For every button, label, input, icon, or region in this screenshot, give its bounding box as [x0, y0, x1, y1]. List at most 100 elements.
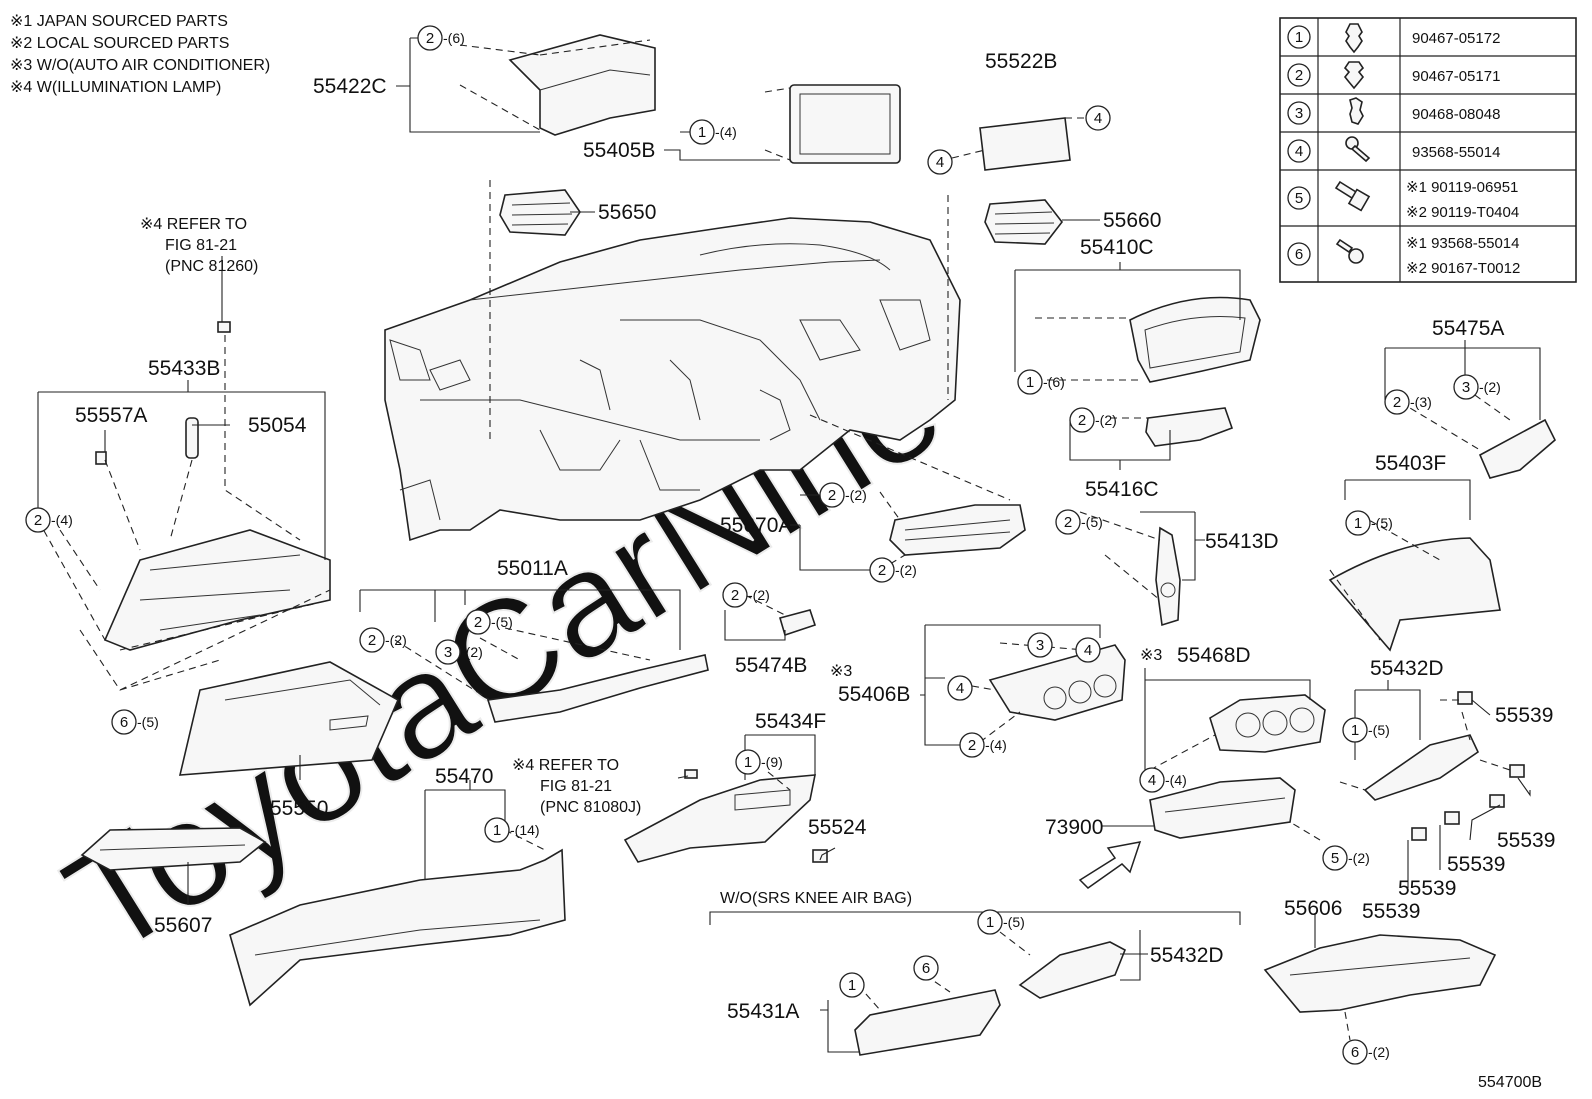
callout-item: 2-(2) — [1069, 407, 1117, 433]
svg-text:-(2): -(2) — [1479, 379, 1501, 395]
reference-note-81080J: ※4 REFER TO FIG 81-21 (PNC 81080J) — [512, 757, 641, 816]
part-label: 55650 — [598, 201, 656, 224]
part-label: 55607 — [154, 914, 212, 937]
svg-text:3: 3 — [1462, 379, 1470, 396]
fastener-table: 1 90467-05172 2 90467-05171 3 90468-0804… — [1279, 17, 1577, 283]
callout-item: 2-(2) — [359, 627, 407, 653]
svg-text:1: 1 — [1351, 722, 1359, 739]
clip-icon — [1349, 97, 1364, 125]
part-label: 55474B — [735, 654, 807, 677]
bolt-icon — [1334, 180, 1371, 212]
part-label: 55557A — [75, 404, 147, 427]
part-label: 55475A — [1432, 317, 1504, 340]
svg-text:4: 4 — [1148, 772, 1156, 789]
instrument-panel-assembly — [384, 217, 961, 542]
part-label: 55054 — [248, 414, 307, 437]
ref-part-81080J — [684, 769, 698, 779]
svg-text:2: 2 — [1078, 412, 1086, 429]
callout-item: 1-(5) — [977, 909, 1025, 935]
svg-text:-(4): -(4) — [985, 737, 1007, 753]
part-55539-a — [1457, 691, 1473, 705]
row-number: 6 — [1295, 246, 1303, 263]
part-number: ※1 90119-06951 — [1406, 179, 1518, 196]
part-label: 55539 — [1497, 829, 1555, 852]
callout-item: 5-(2) — [1322, 845, 1370, 871]
table-row: 4 93568-55014 — [1287, 136, 1500, 163]
svg-text:4: 4 — [1084, 642, 1092, 659]
callout-item: 3 -(2) — [1453, 374, 1501, 400]
part-number: ※2 90167-T0012 — [1406, 260, 1520, 277]
part-label: 55405B — [583, 139, 655, 162]
callout-item: 6 -(5) — [111, 709, 159, 735]
svg-text:3: 3 — [444, 644, 452, 661]
part-label: 55468D — [1177, 644, 1251, 667]
reference-note-81260: ※4 REFER TO FIG 81-21 (PNC 81260) — [140, 216, 258, 275]
svg-text:-(9): -(9) — [761, 754, 783, 770]
part-label: 55433B — [148, 357, 220, 380]
note-2: ※2 LOCAL SOURCED PARTS — [10, 35, 229, 52]
svg-text:2: 2 — [426, 30, 434, 47]
part-55011A — [486, 654, 709, 723]
svg-text:5: 5 — [1331, 850, 1339, 867]
part-label: 55524 — [808, 816, 867, 839]
part-label: 55422C — [313, 75, 387, 98]
note-4: ※4 W(ILLUMINATION LAMP) — [10, 79, 221, 96]
part-label: 55416C — [1085, 478, 1159, 501]
svg-text:2: 2 — [731, 587, 739, 604]
clip-icon — [1345, 23, 1363, 54]
part-label: 55432D — [1150, 944, 1224, 967]
part-55432D-a — [1363, 734, 1480, 801]
svg-text:2: 2 — [828, 487, 836, 504]
svg-text:-(4): -(4) — [51, 512, 73, 528]
part-55539-c — [1489, 794, 1505, 808]
svg-text:※4 REFER TO: ※4 REFER TO — [512, 757, 619, 774]
svg-text:1: 1 — [848, 977, 856, 994]
mark-3-label: ※3 — [830, 663, 852, 680]
svg-text:6: 6 — [1351, 1044, 1359, 1061]
callout-item: 2-(5) — [1055, 509, 1103, 535]
ref-part-81260 — [217, 321, 231, 333]
callout-item: 2 -(4) — [959, 732, 1007, 758]
svg-text:-(3): -(3) — [1410, 394, 1432, 410]
svg-text:2: 2 — [34, 512, 42, 529]
part-55522B — [979, 117, 1071, 171]
part-number: 93568-55014 — [1412, 144, 1500, 161]
svg-text:-(6): -(6) — [1043, 374, 1065, 390]
svg-text:2: 2 — [968, 737, 976, 754]
part-label: 55539 — [1447, 853, 1505, 876]
leader-lines — [37, 37, 1541, 1053]
svg-text:4: 4 — [1094, 110, 1102, 127]
callout-item: 2-(5) — [465, 609, 513, 635]
svg-text:6: 6 — [120, 714, 128, 731]
part-number: 90467-05172 — [1412, 30, 1500, 47]
part-label: 55539 — [1398, 877, 1456, 900]
part-label: 55410C — [1080, 236, 1154, 259]
part-label: 55413D — [1205, 530, 1279, 553]
part-55433B — [103, 529, 331, 651]
part-label: 55434F — [755, 710, 826, 733]
svg-text:-(5): -(5) — [137, 714, 159, 730]
part-label: 55660 — [1103, 209, 1161, 232]
svg-text:FIG 81-21: FIG 81-21 — [540, 778, 612, 795]
screw-icon — [1345, 136, 1371, 163]
diagram-code: 554700B — [1478, 1074, 1542, 1091]
svg-text:1: 1 — [986, 914, 994, 931]
assembly-lines — [37, 39, 1511, 1041]
row-number: 4 — [1295, 143, 1303, 160]
callouts: 2-(6) 1-(4) 4 4 1-(6) 2-(2) 2-(3) 3-(2) … — [25, 25, 1501, 1065]
part-55539-e — [1411, 827, 1427, 841]
part-label: 55432D — [1370, 657, 1444, 680]
part-label: 55403F — [1375, 452, 1446, 475]
svg-text:1: 1 — [698, 124, 706, 141]
row-number: 5 — [1295, 190, 1303, 207]
part-55660 — [984, 199, 1064, 245]
part-number: ※1 93568-55014 — [1406, 235, 1520, 252]
part-55550 — [178, 661, 400, 776]
callout-item: 2 -(4) — [25, 507, 73, 533]
part-55468D — [1209, 694, 1326, 753]
svg-text:※4 REFER TO: ※4 REFER TO — [140, 216, 247, 233]
notes-block: ※1 JAPAN SOURCED PARTS ※2 LOCAL SOURCED … — [10, 13, 270, 96]
part-55557A — [95, 451, 107, 465]
svg-text:6: 6 — [922, 960, 930, 977]
